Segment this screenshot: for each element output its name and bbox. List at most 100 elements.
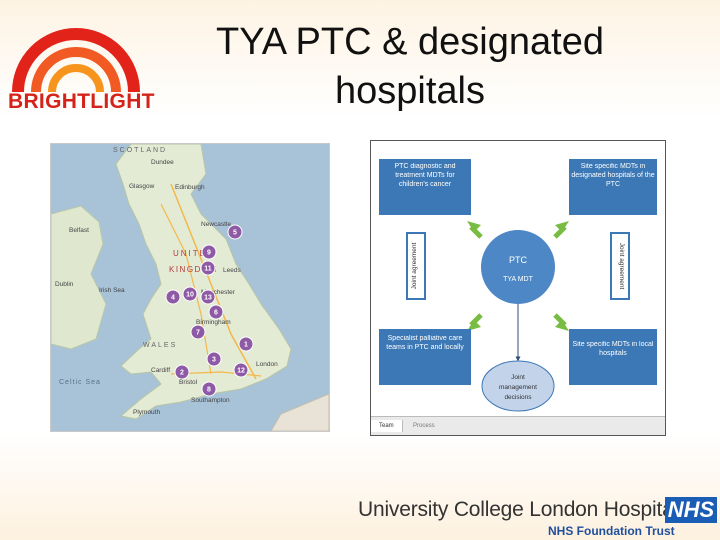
nhs-logo: NHS: [665, 497, 717, 523]
hospital-marker-3: 3: [206, 351, 222, 367]
box-site-specific-designated-text: Site specific MDTs in designated hospita…: [571, 163, 655, 188]
arrow-bottom-right-shaft: [553, 313, 567, 327]
box-local-hospitals: [569, 329, 657, 385]
map-canvas: SCOTLAND Dundee Edinburgh Glasgow Belfas…: [51, 144, 329, 431]
hospital-marker-dot: [227, 224, 243, 240]
hospital-marker-label: 2: [180, 370, 184, 377]
hospital-marker-label: 11: [204, 266, 212, 273]
hospital-marker-dot: [201, 381, 217, 397]
arrow-top-right-shaft: [553, 225, 567, 239]
title-line-1: TYA PTC & designated: [216, 21, 604, 63]
label-southampton: Southampton: [191, 397, 230, 404]
label-dublin: Dublin: [55, 281, 74, 288]
label-irish-sea: Irish Sea: [99, 287, 125, 294]
page-title: TYA PTC & designated hospitals: [200, 18, 620, 117]
hospital-marker-label: 5: [233, 230, 237, 237]
hospital-marker-dot: [200, 260, 216, 276]
hospital-marker-dot: [233, 362, 249, 378]
nhs-foundation-trust: NHS Foundation Trust: [548, 524, 675, 538]
label-bristol: Bristol: [179, 379, 198, 386]
hospital-marker-dot: [174, 364, 190, 380]
label-dundee: Dundee: [151, 159, 174, 166]
hospital-marker-label: 10: [186, 292, 194, 299]
joint-decisions-line-1: Joint: [511, 374, 525, 381]
hospital-marker-label: 8: [207, 387, 211, 394]
label-belfast: Belfast: [69, 227, 89, 234]
hospital-marker-dot: [206, 351, 222, 367]
hospital-marker-dot: [201, 244, 217, 260]
label-edinburgh: Edinburgh: [175, 184, 205, 191]
label-plymouth: Plymouth: [133, 409, 160, 416]
hospital-marker-1: 1: [238, 336, 254, 352]
hospital-marker-label: 13: [204, 295, 212, 302]
hospital-marker-dot: [165, 289, 181, 305]
title-line-2: hospitals: [335, 70, 485, 113]
label-leeds: Leeds: [223, 267, 241, 274]
label-newcastle: Newcastle: [201, 221, 231, 228]
box-site-specific-designated: [569, 159, 657, 215]
brightlight-wordmark: BRIGHTLIGHT: [8, 90, 155, 113]
hospital-marker-2: 2: [174, 364, 190, 380]
center-line-1: PTC: [509, 255, 528, 265]
tab-process[interactable]: Process: [413, 423, 435, 429]
box-ptc-diagnostic: [379, 159, 471, 215]
hospital-marker-label: 9: [207, 250, 211, 257]
center-line-2: TYA MDT: [503, 276, 534, 283]
diagram-tabs: Team Process: [371, 416, 665, 435]
hospital-marker-5: 5: [227, 224, 243, 240]
box-ptc-diagnostic-text: PTC diagnostic and treatment MDTs for ch…: [394, 163, 456, 188]
arrow-bottom-left-shaft: [469, 313, 483, 327]
label-scotland: SCOTLAND: [113, 147, 167, 154]
road-m1: [170, 183, 257, 380]
hospital-marker-dot: [238, 336, 254, 352]
label-manchester: Manchester: [201, 289, 236, 296]
label-london: London: [256, 361, 278, 368]
hospital-marker-label: 7: [196, 330, 200, 337]
label-wales: WALES: [143, 342, 177, 349]
map-labels: SCOTLAND Dundee Edinburgh Glasgow Belfas…: [55, 147, 278, 416]
hospital-marker-8: 8: [201, 381, 217, 397]
diagram-canvas: PTC diagnostic and treatment MDTs for ch…: [379, 159, 657, 412]
hospital-marker-dot: [182, 286, 198, 302]
box-joint-agreement-left: [406, 232, 426, 300]
label-kingdom: KINGDOM: [169, 265, 218, 274]
france-landmass: [270, 393, 329, 431]
footer-branding: University College London Hospitals NHS …: [358, 494, 689, 540]
joint-decisions-line-3: decisions: [504, 394, 532, 401]
ireland-landmass: [51, 205, 107, 350]
hospital-marker-6: 6: [208, 304, 224, 320]
label-united: UNITED: [173, 249, 215, 258]
hospital-marker-dot: [190, 324, 206, 340]
label-cardiff: Cardiff: [151, 367, 170, 374]
hospital-marker-label: 6: [214, 310, 218, 317]
hospital-marker-label: 4: [171, 295, 175, 302]
joint-agreement-left-text: Joint agreement: [411, 243, 418, 290]
label-birmingham: Birmingham: [196, 319, 231, 326]
tab-team[interactable]: Team: [371, 420, 403, 432]
box-local-hospitals-text: Site specific MDTs in local hospitals: [572, 341, 654, 357]
label-glasgow: Glasgow: [129, 183, 155, 190]
hospital-marker-4: 4: [165, 289, 181, 305]
hospital-marker-9: 9: [201, 244, 217, 260]
brightlight-logo: BRIGHTLIGHT: [6, 20, 166, 115]
box-palliative-care: [379, 329, 471, 385]
box-palliative-care-text: Specialist palliative care teams in PTC …: [386, 335, 464, 351]
arrow-top-left-shaft: [469, 225, 483, 239]
uk-map: SCOTLAND Dundee Edinburgh Glasgow Belfas…: [50, 143, 330, 432]
hospital-marker-label: 1: [244, 342, 248, 349]
hospital-marker-13: 13: [200, 289, 216, 305]
hospital-marker-10: 10: [182, 286, 198, 302]
brightlight-rainbow-icon: [12, 28, 140, 93]
hospital-marker-label: 3: [212, 357, 216, 364]
hospital-marker-11: 11: [200, 260, 216, 276]
box-joint-agreement-right: [610, 232, 630, 300]
hospital-marker-dot: [208, 304, 224, 320]
road-m6: [160, 203, 212, 375]
hospital-marker-7: 7: [190, 324, 206, 340]
hospital-marker-label: 12: [237, 368, 245, 375]
joint-decisions-line-2: management: [499, 384, 537, 391]
ucl-hospitals-name: University College London Hospitals: [358, 498, 689, 521]
joint-agreement-right-text: Joint agreement: [618, 243, 625, 290]
joint-decisions-circle: [481, 360, 555, 412]
